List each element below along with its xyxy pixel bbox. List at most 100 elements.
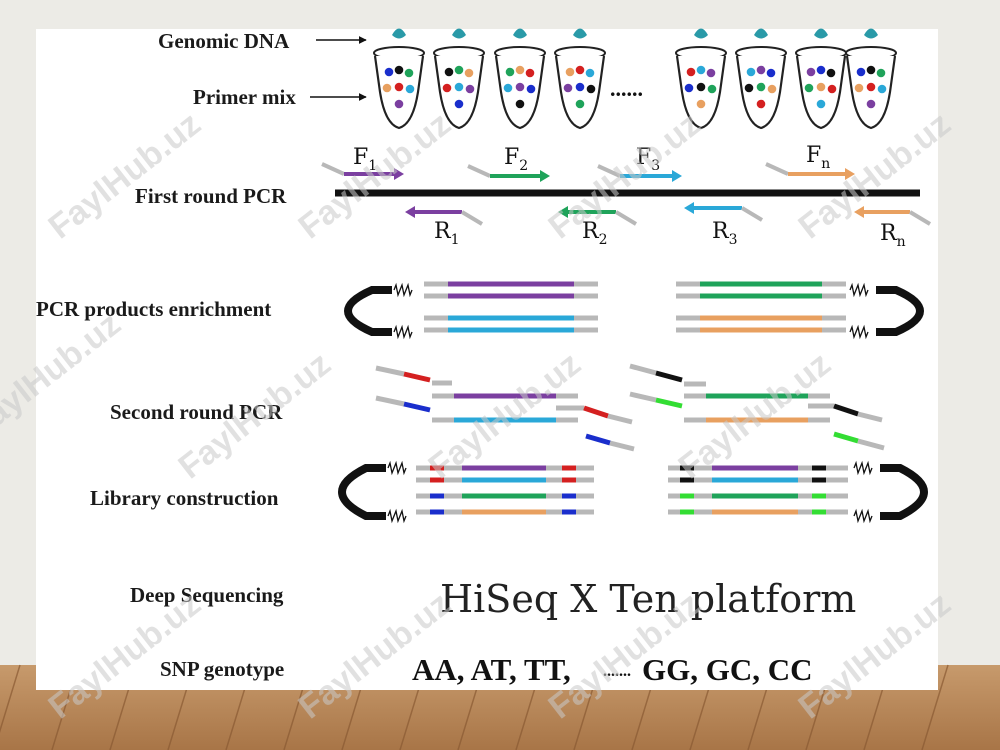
primer-dot [454,82,464,92]
primer-label-r3: R3 [712,219,738,248]
primer-dot [877,84,887,94]
sequencing-platform: HiSeq X Ten platform [440,577,856,621]
primer-dot [394,65,404,75]
index-primer [583,405,609,419]
primer-dot [816,99,826,109]
primer-dot [465,84,475,94]
adapter-segment [375,365,405,377]
label-snp-genotype: SNP genotype [160,657,284,681]
snp-genotypes-right: GG, GC, CC [642,652,813,687]
dna-drop-icon [864,28,878,39]
primer-dot [575,82,585,92]
dna-drop-icon [573,28,587,39]
primer-dot [526,84,536,94]
primer-dot [696,82,706,92]
sample-tube [433,28,485,130]
floor-plank-seam [921,664,949,750]
second-round-products [375,363,885,452]
snp-genotypes-left: AA, AT, TT, [412,652,571,687]
primer-dot [505,67,515,77]
primer-dot [686,67,696,77]
floor-plank-seam [0,664,21,733]
hairpin-loop [338,464,386,520]
primer-dot [756,65,766,75]
linker-coil [387,460,407,476]
primer-dot [866,65,876,75]
primer-adapter-tail [614,210,638,226]
index-primer [833,403,859,417]
primer-dot [405,84,415,94]
primer-dot [767,84,777,94]
dna-drop-icon [513,28,527,39]
label-deep-sequencing: Deep Sequencing [130,583,284,607]
primer-label-r2: R2 [582,219,608,248]
primer-dot [876,68,886,78]
label-library-construction: Library construction [90,486,279,510]
primer-dot [575,99,585,109]
primer-dot [826,68,836,78]
linker-coil [393,324,413,340]
dna-drop-icon [392,28,406,39]
sample-tube [845,28,897,130]
linker-coil [853,460,873,476]
sample-tube [735,28,787,130]
adapter-segment [629,391,657,403]
sample-tube [373,28,425,130]
watermark: FaylHub.uz [292,105,458,247]
reverse-primer-arrowhead [684,202,694,214]
hairpin-loop [344,286,392,336]
watermark: FaylHub.uz [672,345,838,487]
primer-dot [854,83,864,93]
primer-dot [756,82,766,92]
primer-dot [856,67,866,77]
primer-dot [827,84,837,94]
primer-adapter-tail [597,164,621,178]
primer-adapter-tail [765,162,789,176]
primer-dot [442,83,452,93]
reverse-primer-arrowhead [558,206,568,218]
primer-dot [384,67,394,77]
primer-dot [515,82,525,92]
index-primer [833,431,859,444]
primer-dot [816,65,826,75]
watermark: FaylHub.uz [42,585,208,727]
reverse-primer-arrowhead [405,206,415,218]
primer-label-fn: Fn [806,143,830,172]
index-primer [403,371,431,383]
primer-dot [804,83,814,93]
primer-adapter-tail [908,210,932,226]
tube-ellipsis: ...... [610,76,643,101]
adapter-segment [857,411,883,423]
label-first-round-pcr: First round PCR [135,184,287,208]
primer-label-f1: F1 [353,145,377,174]
primer-dot [444,67,454,77]
primer-dot [684,83,694,93]
primer-dot [744,83,754,93]
primer-adapter-tail [467,164,491,178]
primer-dot [454,65,464,75]
hairpin-loop [876,286,924,336]
primer-dot [404,68,414,78]
linker-coil [387,508,407,524]
tube-row [373,28,897,130]
primer-adapter-tail [740,206,764,222]
dna-drop-icon [452,28,466,39]
primer-adapter-tail [321,162,345,176]
primer-dot [454,99,464,109]
primer-dot [806,67,816,77]
adapter-segment [857,438,885,451]
watermark: FaylHub.uz [542,105,708,247]
adapter-segment [375,395,405,407]
sample-tube [675,28,727,130]
primer-dot [515,65,525,75]
forward-primer-arrowhead [540,170,550,182]
primer-dot [696,65,706,75]
label-pcr-products-enrichment: PCR products enrichment [36,297,271,321]
adapter-segment [607,413,633,425]
primer-label-f3: F3 [636,145,660,174]
primer-dot [586,84,596,94]
primer-dot [464,68,474,78]
adapter-segment [629,363,657,376]
library-products [338,460,928,524]
primer-adapter-tail [460,210,484,226]
